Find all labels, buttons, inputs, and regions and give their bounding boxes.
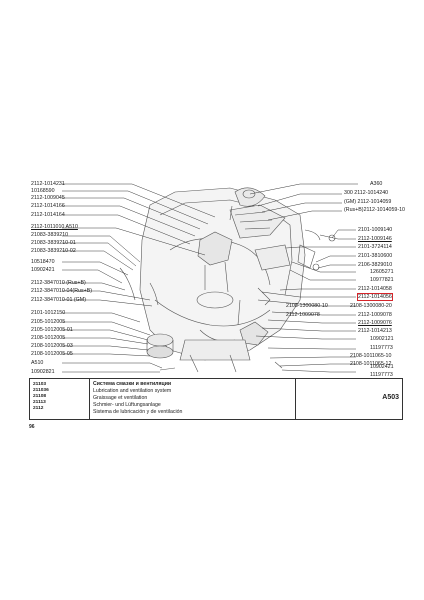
part-label[interactable]: 2108-1011065-12 — [350, 361, 392, 367]
part-label[interactable]: 11197773 — [370, 345, 393, 351]
title-de: Schmier- und Lüftungsanlage — [93, 402, 161, 408]
model-code: 21103 — [33, 382, 47, 387]
part-label[interactable]: 2105-1012005 — [31, 319, 66, 325]
model-code: 21113 — [33, 400, 46, 405]
title-ru: Система смазки и вентиляции — [93, 381, 172, 387]
title-es: Sistema de lubricación y de ventilación — [93, 409, 183, 415]
title-fr: Graissage et ventilation — [93, 395, 148, 401]
part-label[interactable]: 10902121 — [370, 336, 394, 342]
part-label[interactable]: (GM) 2112-1014059 — [344, 199, 392, 205]
part-label[interactable]: 2112-3847010 (Rus+B) — [31, 280, 86, 286]
part-label[interactable]: 10518470 — [31, 259, 55, 265]
part-label[interactable]: 10168590 — [31, 188, 55, 194]
part-label[interactable]: 2108-1300080-10 — [286, 303, 328, 309]
part-label[interactable]: 10977821 — [370, 277, 394, 283]
part-label[interactable]: 21083-3839210-02 — [31, 248, 76, 254]
model-list: 21103 211036 21108 21113 2112 — [30, 379, 90, 419]
diagram-id: A503 — [382, 394, 399, 401]
part-label[interactable]: 2108-1012005-05 — [31, 351, 73, 357]
part-label[interactable]: 21083-3839210 — [31, 232, 69, 238]
page-number: 96 — [29, 424, 35, 430]
part-label[interactable]: 2112-3847010-04(Rus+B) — [31, 288, 93, 294]
part-label[interactable]: 11197773 — [370, 372, 393, 378]
part-label[interactable]: 2105-1012005-01 — [31, 327, 73, 333]
part-label[interactable]: (Rus+B)2112-1014059-10 — [344, 207, 406, 213]
part-label[interactable]: 2101-3810600 — [358, 253, 393, 259]
part-label[interactable]: 2112-1014231 — [31, 181, 65, 187]
part-label[interactable]: 2112-1009078 — [358, 312, 392, 318]
part-label[interactable]: 21083-3839210-01 — [31, 240, 76, 246]
title-en: Lubrication and ventilation system — [93, 388, 172, 394]
model-code: 2112 — [33, 406, 44, 411]
part-label[interactable]: 2112-3847010-01 (GM) — [31, 297, 86, 303]
part-label[interactable]: 10902421 — [370, 364, 394, 370]
part-label[interactable]: 2108-1011065-10 — [350, 353, 392, 359]
diagram-id-cell: A503 — [296, 379, 402, 419]
part-label[interactable]: 2101-3724114 — [358, 244, 392, 250]
part-label[interactable]: 2112-1009078 — [286, 312, 320, 318]
part-label[interactable]: 2106-3829010 — [358, 262, 393, 268]
part-label[interactable]: 2112-1014058 — [358, 286, 392, 292]
part-label[interactable]: 2108-1012005 — [31, 335, 66, 341]
part-label[interactable]: 2112-1011010 A510 — [31, 224, 78, 230]
part-label[interactable]: 12605271 — [370, 269, 394, 275]
model-code: 21108 — [33, 394, 47, 399]
part-label[interactable]: 2108-1300080-20 — [350, 303, 392, 309]
part-label[interactable]: A360 — [370, 181, 383, 187]
part-label[interactable]: 2112-1009045 — [31, 195, 65, 201]
footer-title-block: 21103 211036 21108 21113 2112 Система см… — [29, 378, 403, 420]
part-label[interactable]: 2108-1012005-03 — [31, 343, 73, 349]
part-label[interactable]: 300 2112-1014240 — [344, 190, 389, 196]
highlighted-part-label[interactable]: 2112-1014056 — [357, 293, 393, 301]
model-code: 211036 — [33, 388, 49, 393]
part-label[interactable]: 10902421 — [31, 267, 55, 273]
part-label[interactable]: 10902821 — [31, 369, 55, 375]
part-label[interactable]: 2112-1014213 — [358, 328, 392, 334]
part-label[interactable]: 2112-1014164 — [31, 212, 65, 218]
part-label[interactable]: A510 — [31, 360, 44, 366]
part-label[interactable]: 2112-1014166 — [31, 203, 65, 209]
part-label[interactable]: 2101-1009140 — [358, 227, 393, 233]
part-label[interactable]: 2101-1012150 — [31, 310, 66, 316]
part-label[interactable]: 2112-1009146 — [358, 236, 392, 242]
part-label[interactable]: 2112-1009076 — [358, 320, 392, 326]
title-list: Система смазки и вентиляции Lubrication … — [89, 379, 296, 419]
